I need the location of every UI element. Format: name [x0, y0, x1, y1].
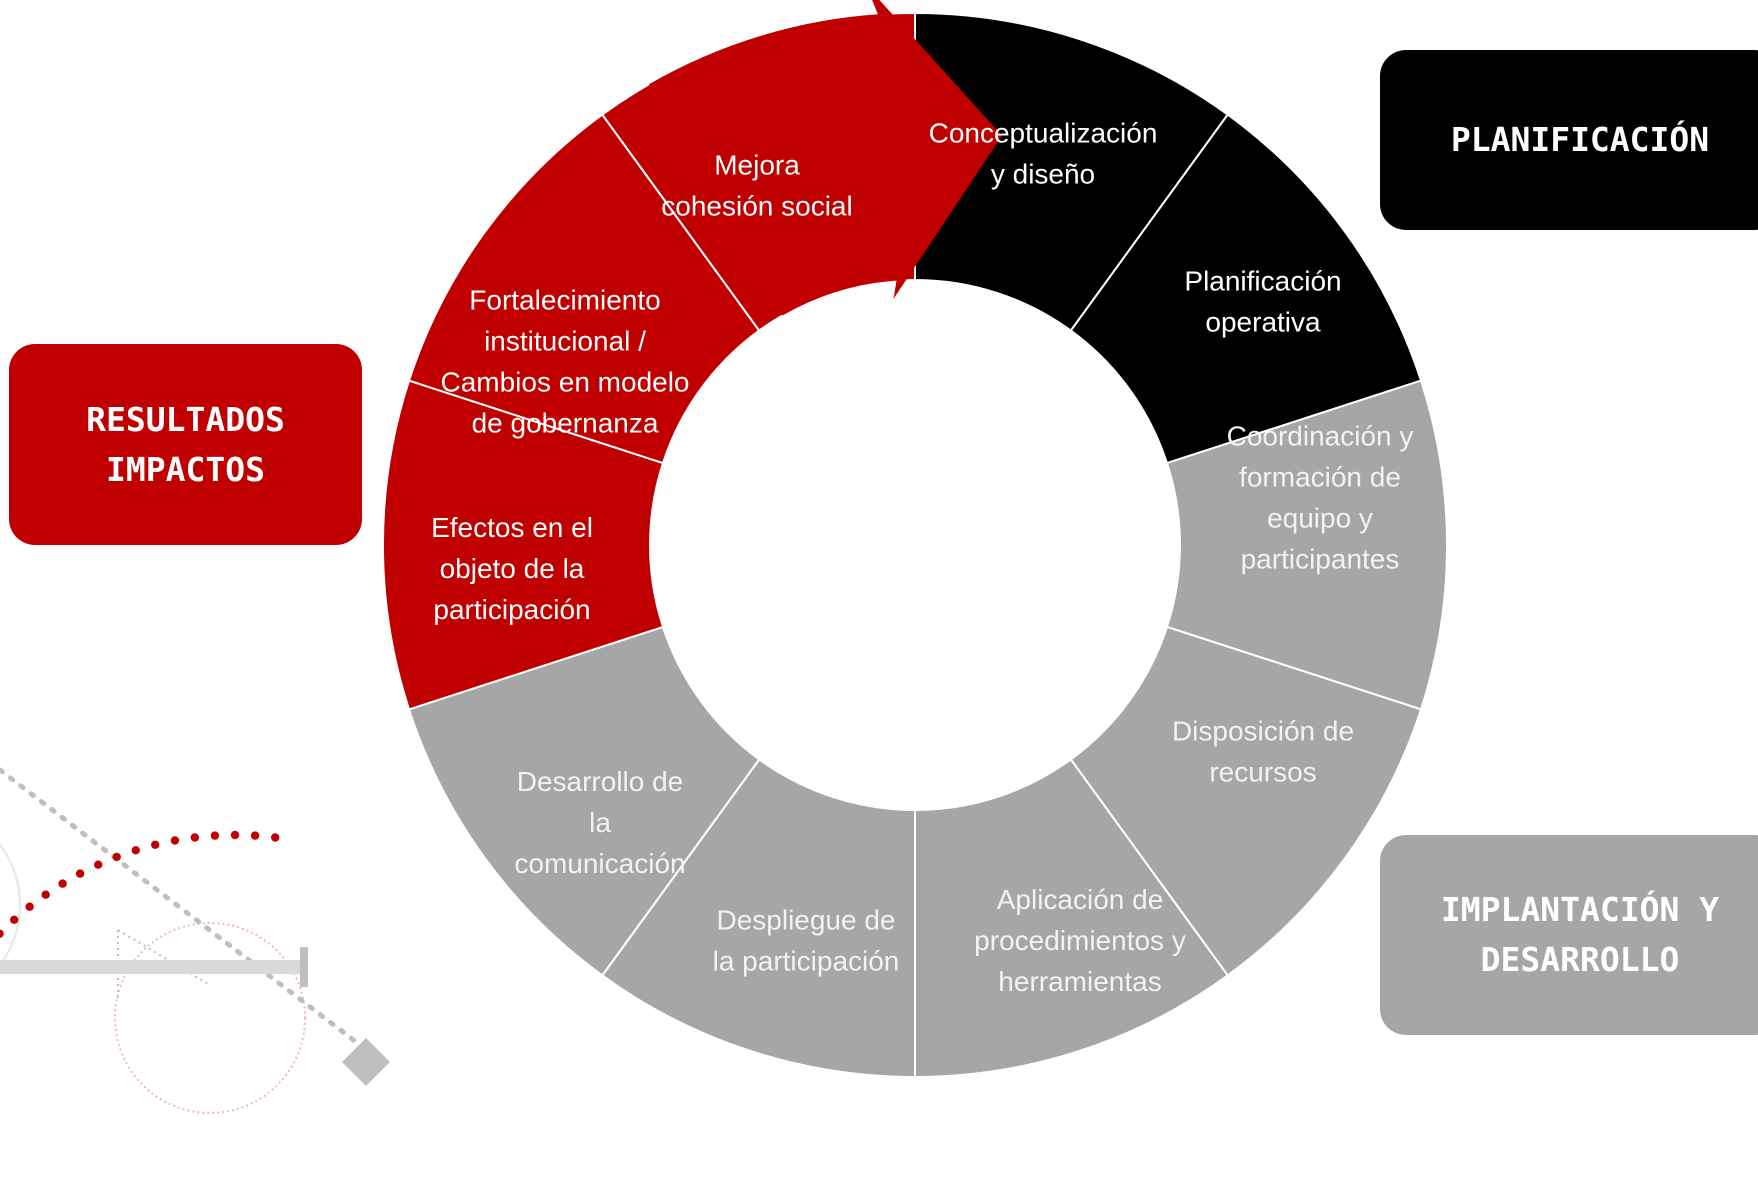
cycle-arrow-head [649, 0, 1002, 316]
segment-label-cohesion: Mejora cohesión social [661, 150, 852, 222]
segment-label-line: Despliegue de [716, 905, 895, 936]
decor-red-dot [75, 869, 85, 878]
decor-red-dot [58, 879, 67, 888]
segment-label-conceptualizacion: Conceptualización y diseño [929, 118, 1158, 190]
segment-label-fortalecimiento: Fortalecimiento institucional / Cambios en… [440, 285, 689, 439]
segment-label-line: Disposición de [1172, 716, 1354, 747]
decor-red-dot [10, 915, 19, 924]
segment-label-aplicacion: Aplicación de procedimientos y herramienta… [974, 884, 1186, 997]
decor-red-dot [210, 831, 220, 840]
segment-disposicion-recursos [1069, 625, 1423, 977]
segment-label-line: operativa [1205, 307, 1321, 338]
segment-label-line: formación de [1239, 462, 1401, 493]
segment-label-line: la participación [713, 946, 900, 977]
segment-label-line: Fortalecimiento [469, 285, 660, 316]
segment-label-despliegue: Despliegue de la participación [713, 905, 900, 977]
decor-gray-diamond [341, 1037, 391, 1087]
segment-label-line: Efectos en el [431, 512, 593, 543]
decor-red-dot [230, 830, 240, 840]
segment-label-disposicion-recursos: Disposición de recursos [1172, 716, 1354, 788]
segment-conceptualizacion [914, 11, 1230, 332]
segment-label-line: Coordinación y [1227, 421, 1414, 452]
decor-red-dot [190, 833, 199, 842]
decor-red-dot [0, 929, 4, 938]
segment-label-line: herramientas [998, 966, 1161, 997]
segment-label-line: Planificación [1184, 266, 1341, 297]
decor-circle-dotted [114, 922, 306, 1114]
decor-red-dot [250, 831, 260, 840]
decor-red-dot [151, 840, 160, 849]
segment-label-line: de gobernanza [472, 408, 659, 439]
segment-fortalecimiento [407, 113, 761, 465]
segment-label-line: la [589, 807, 611, 838]
decor-red-dot [41, 890, 50, 899]
segment-label-line: comunicación [514, 848, 685, 879]
segment-label-line: y diseño [991, 159, 1095, 190]
segment-label-line: procedimientos y [974, 925, 1186, 956]
decor-red-dot [25, 902, 34, 911]
segment-coordinacion [1165, 379, 1449, 711]
cycle-arrow [649, 0, 1002, 316]
segment-label-line: recursos [1209, 757, 1316, 788]
segment-label-planificacion-operativa: Planificación operativa [1184, 266, 1341, 338]
decor-red-dot [112, 852, 121, 862]
segment-label-line: Cambios en modelo [440, 367, 689, 398]
segment-despliegue [600, 758, 916, 1079]
decor-bar-end [300, 947, 308, 987]
phase-box-resultados-impactos: RESULTADOS IMPACTOS [9, 344, 362, 545]
decor-red-dot [94, 860, 103, 869]
segment-planificacion-operativa [1069, 113, 1423, 465]
decor-red-dot [271, 833, 280, 842]
segment-aplicacion [914, 758, 1230, 1079]
segment-label-line: Aplicación de [997, 884, 1164, 915]
segment-label-line: Desarrollo de [517, 766, 684, 797]
segment-label-line: cohesión social [661, 191, 852, 222]
phase-box-planificacion: PLANIFICACIÓN [1380, 50, 1758, 230]
segment-label-line: objeto de la [440, 553, 585, 584]
segment-label-efectos: Efectos en el objeto de la participación [431, 512, 593, 625]
segment-label-coordinacion: Coordinación y formación de equipo y partic… [1227, 421, 1414, 575]
segment-label-line: Mejora [714, 150, 800, 181]
segment-label-line: equipo y [1267, 503, 1373, 534]
decor-circle-gray [0, 843, 21, 967]
segment-label-line: institucional / [484, 326, 646, 357]
decor-gray-bar [0, 960, 300, 974]
decor-dotted-line-2 [117, 929, 211, 986]
decor-dotted-diagonal [0, 767, 363, 1048]
segment-label-line: participantes [1241, 544, 1400, 575]
segment-desarrollo-comunicacion [407, 625, 761, 977]
phase-box-implantacion-desarrollo: IMPLANTACIÓN Y DESARROLLO [1380, 835, 1758, 1035]
decorative-graphic [0, 767, 391, 1114]
segment-label-line: participación [433, 594, 590, 625]
decor-red-dot [170, 836, 180, 845]
segment-label-line: Conceptualización [929, 118, 1158, 149]
segment-label-desarrollo-comunicacion: Desarrollo de la comunicación [514, 766, 685, 879]
segment-efectos [381, 379, 665, 711]
decor-red-dot [131, 846, 140, 855]
